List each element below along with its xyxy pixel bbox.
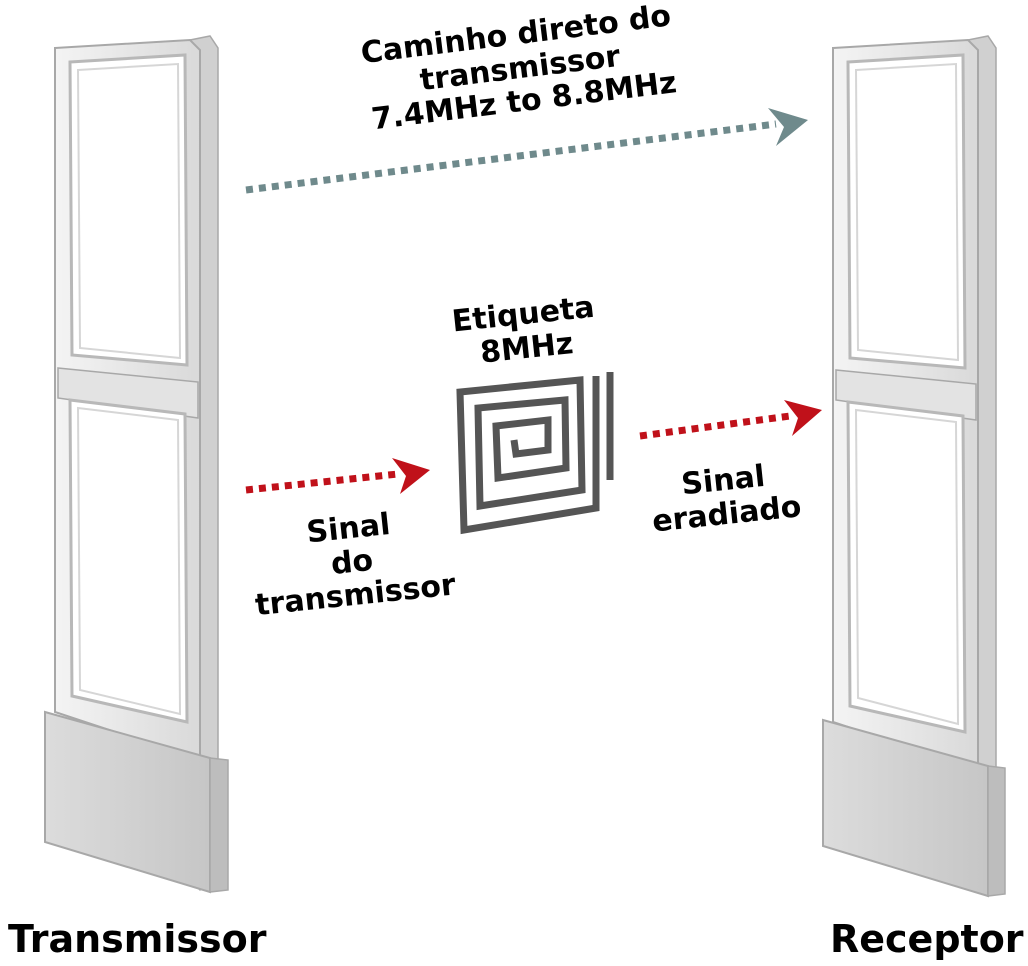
receiver-antenna [822, 35, 1006, 898]
direct-path-arrow [245, 108, 808, 194]
transmitter-signal-arrow [245, 458, 430, 494]
radiated-signal-arrow [639, 400, 822, 440]
tag-coil-icon [456, 372, 614, 535]
transmitter-antenna [44, 35, 229, 894]
receiver-label: Receptor [830, 917, 1024, 961]
transmitter-label: Transmissor [8, 917, 267, 961]
